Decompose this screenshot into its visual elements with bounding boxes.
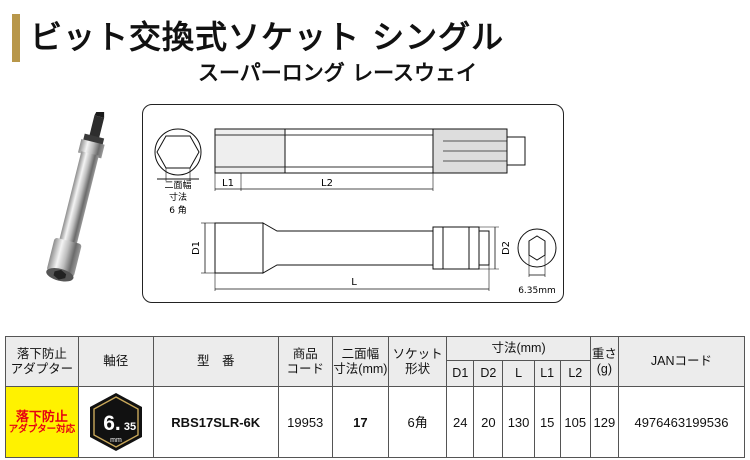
diagram-label-d2: D2 (501, 241, 512, 255)
dim-d2: 20 (473, 386, 504, 458)
diagram-label-l2: L2 (321, 178, 333, 189)
drive-size-cell: 6. 35 mm (77, 386, 154, 458)
socket-cross-section (214, 128, 526, 174)
dim-l1: 15 (533, 386, 561, 458)
adapter-badge-line1: 落下防止 (15, 408, 68, 424)
subheader-d2: D2 (473, 360, 504, 387)
drive-size-unit: mm (110, 437, 122, 444)
diagram-label-square-drive: 6.35mm (518, 286, 556, 296)
drive-size-big: 6. (103, 412, 121, 435)
width-across-value: 17 (331, 386, 389, 458)
socket-outline (214, 222, 490, 274)
diagram-label-width-across: 二面幅 (164, 179, 191, 191)
hex-drive-icon: 6. 35 mm (89, 393, 142, 451)
product-code: 19953 (277, 386, 333, 458)
diagram-label-l: L (351, 277, 357, 288)
table-header-row: 落下防止 アダプター 軸径 型 番 商品 コード 二面幅 寸法(mm) ソケット… (5, 336, 746, 387)
subheader-d1: D1 (446, 360, 475, 387)
header-drive: 軸径 (77, 336, 154, 387)
diagram-label-dimension: 寸法 (169, 191, 187, 203)
subheader-l1: L1 (533, 360, 561, 387)
title-accent-bar (12, 14, 20, 62)
technical-diagram: 二面幅 寸法 6 角 L1 L2 (142, 104, 564, 303)
jan-code: 4976463199536 (617, 386, 746, 458)
adapter-badge: 落下防止 アダプター対応 (5, 386, 79, 458)
socket-shape: 6角 (387, 386, 448, 458)
drive-size-small: 35 (124, 421, 136, 433)
header-model: 型 番 (152, 336, 279, 387)
model-number: RBS17SLR-6K (152, 386, 279, 458)
diagram-label-l1: L1 (222, 178, 234, 189)
subheader-l2: L2 (559, 360, 591, 387)
header-jan: JANコード (617, 336, 746, 387)
header-socket: ソケット 形状 (387, 336, 448, 387)
adapter-badge-line2: アダプター対応 (8, 423, 76, 435)
product-photo (46, 112, 105, 282)
diagram-label-hex: 6 角 (169, 204, 187, 216)
header-weight: 重さ (g) (589, 336, 619, 387)
diagram-label-d1: D1 (191, 241, 202, 255)
table-subheader-row: D1 D2 L L1 L2 (6, 360, 745, 387)
header-dims: 寸法(mm) (446, 336, 591, 361)
spec-table: 落下防止 アダプター 軸径 型 番 商品 コード 二面幅 寸法(mm) ソケット… (5, 336, 746, 458)
weight-value: 129 (589, 386, 619, 458)
header-width: 二面幅 寸法(mm) (331, 336, 389, 387)
subheader-l: L (502, 360, 535, 387)
header-adapter: 落下防止 アダプター (5, 336, 79, 387)
page-subtitle: スーパーロング レースウェイ (198, 61, 478, 85)
drive-end-view (517, 228, 557, 268)
header-code: 商品 コード (277, 336, 333, 387)
dim-d1: 24 (446, 386, 475, 458)
page-title: ビット交換式ソケット シングル (30, 18, 505, 56)
dim-l2: 105 (559, 386, 591, 458)
table-row: 落下防止 アダプター対応 6. 35 mm RBS17SLR-6K 19953 … (5, 386, 746, 458)
dim-l: 130 (502, 386, 535, 458)
hex-end-view (154, 128, 202, 176)
